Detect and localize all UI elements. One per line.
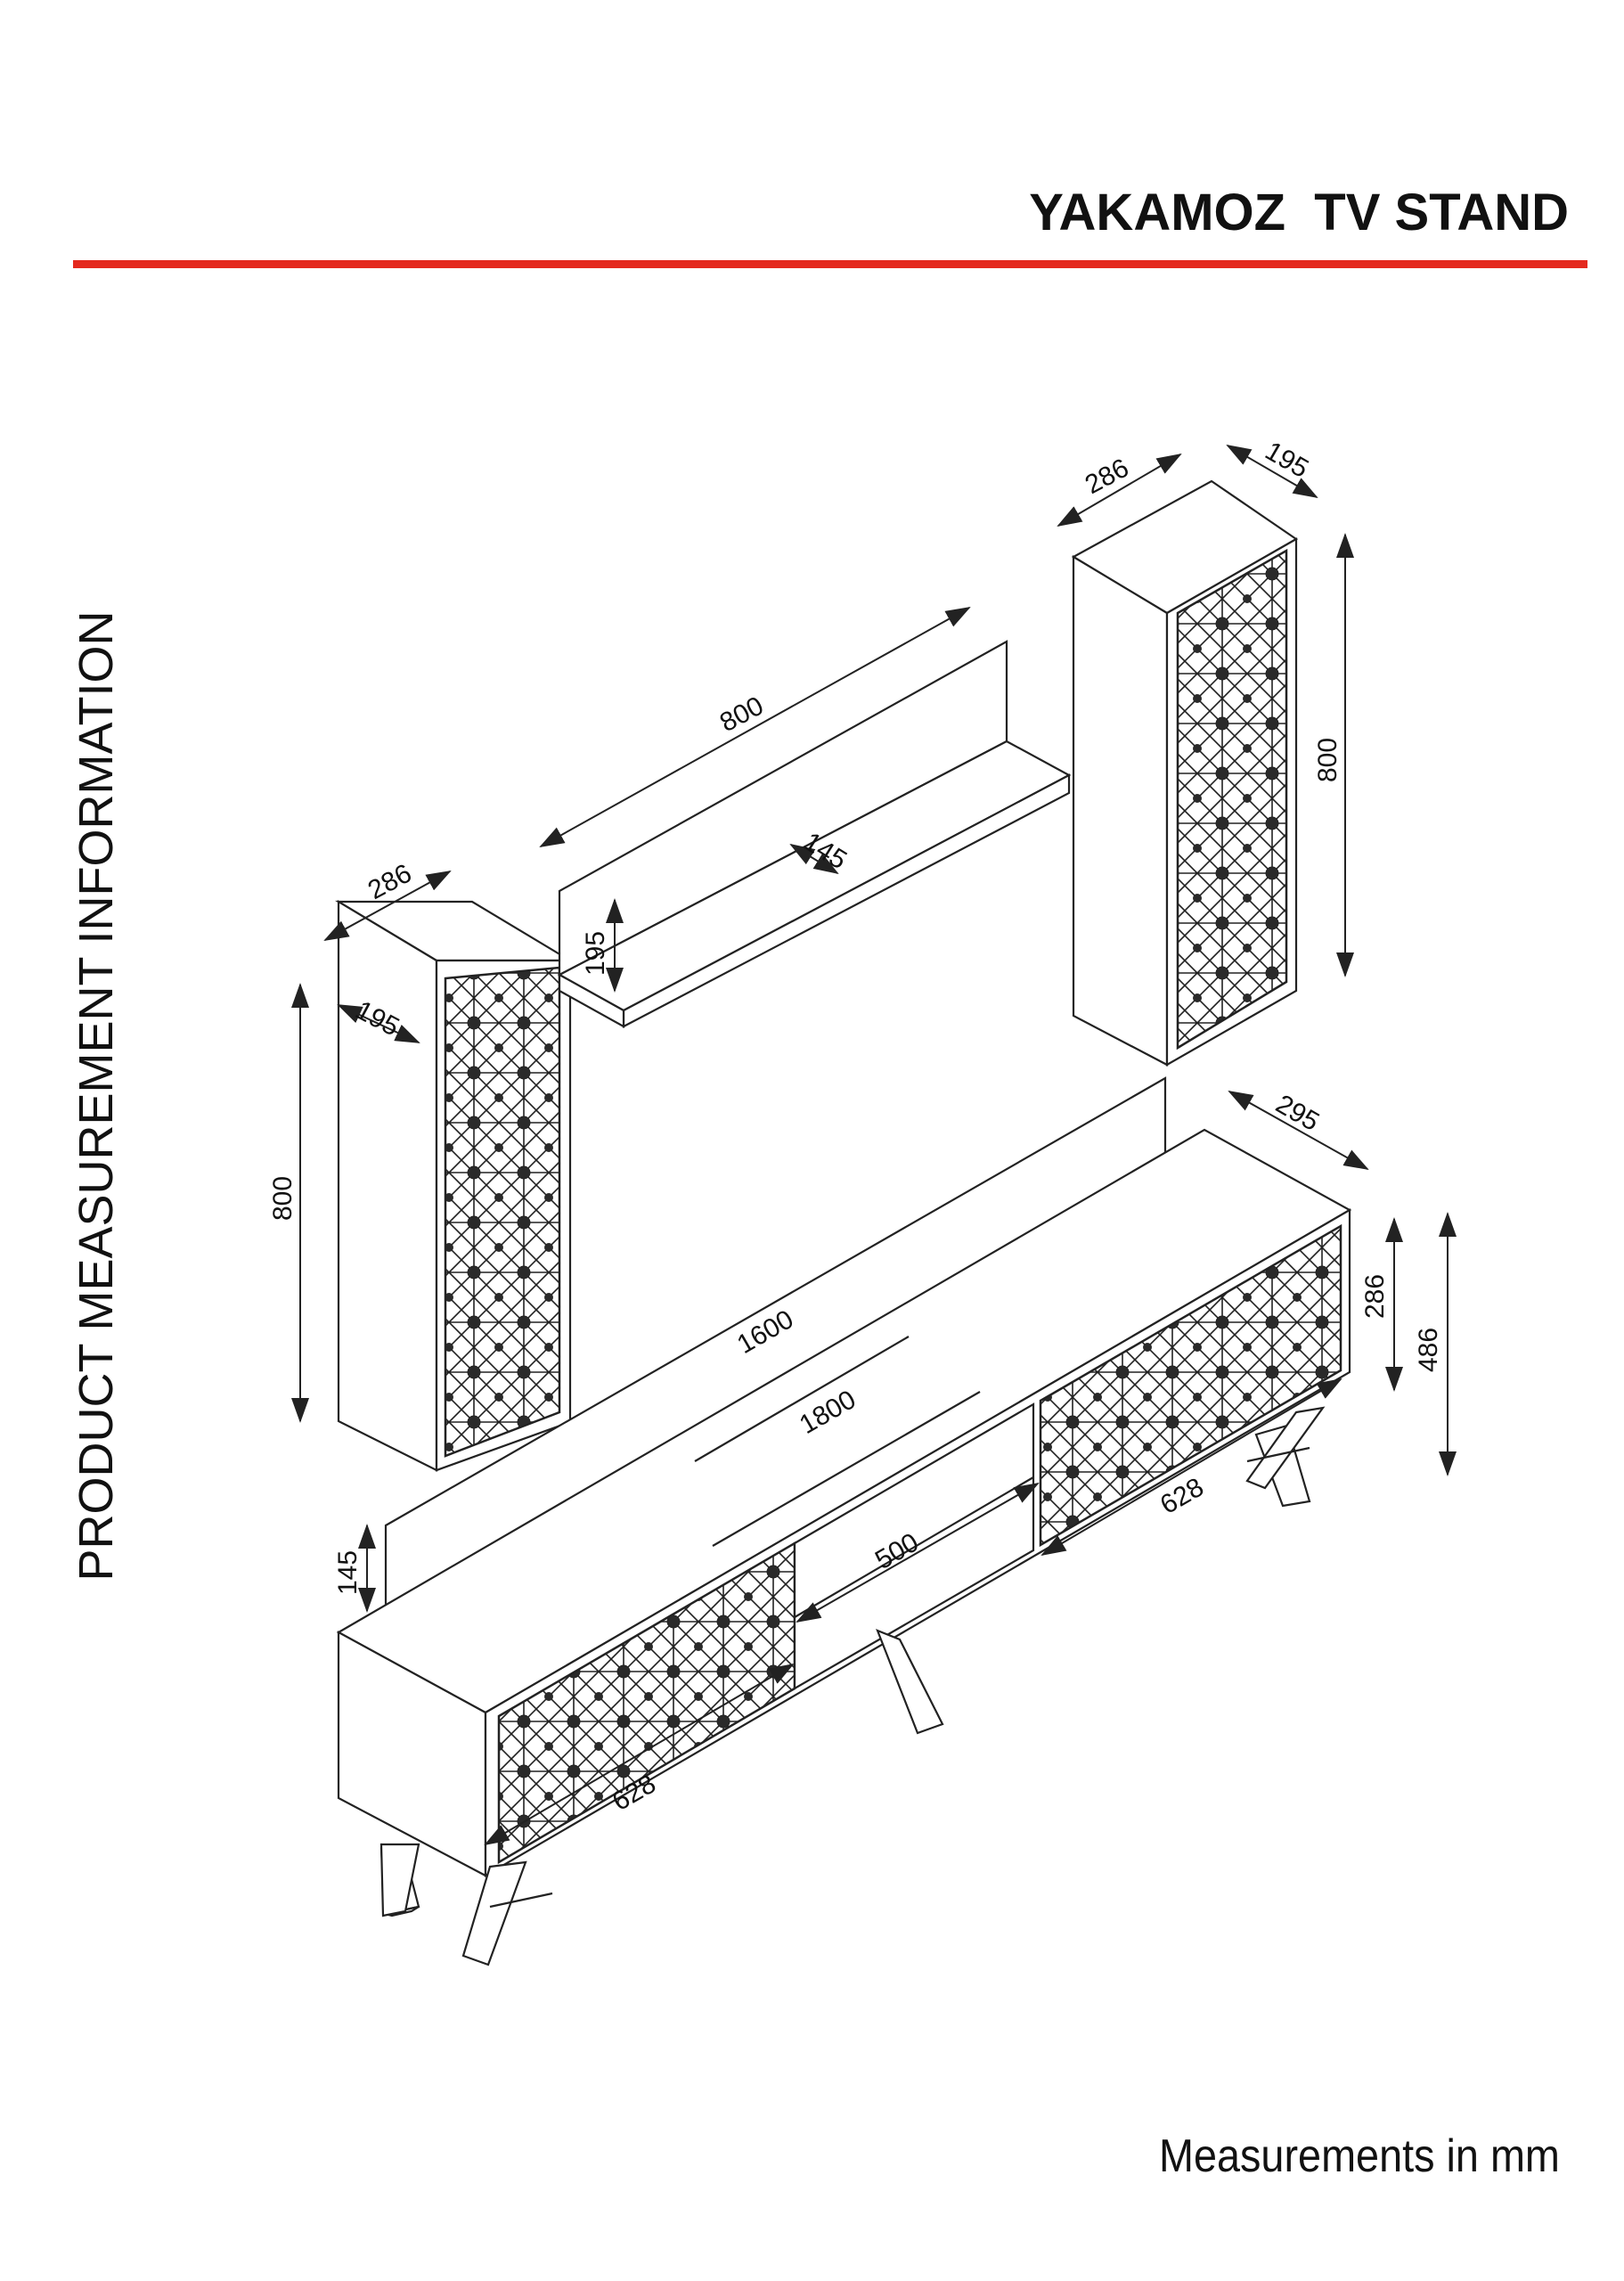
dim-label-shelf-length: 800 <box>715 691 769 739</box>
shelf-board-end <box>558 973 625 1028</box>
dim-line-open-section <box>796 1483 1040 1623</box>
right-cabinet-door <box>1176 548 1288 1051</box>
left-wall-cabinet <box>335 900 574 1472</box>
title-divider <box>73 260 1587 268</box>
dim-line-stand-backpanel <box>694 1336 910 1462</box>
dim-line-right-door <box>1041 1378 1342 1557</box>
dim-label-left-cab-width: 286 <box>363 859 417 906</box>
stand-leg-left-a <box>379 1843 420 1917</box>
dim-line-left-cab-depth <box>337 1004 420 1043</box>
measurement-unit-note: Measurements in mm <box>1159 2130 1560 2182</box>
right-cabinet-side <box>1072 555 1169 1067</box>
dim-label-right-cab-height: 800 <box>1313 738 1342 782</box>
left-cabinet-side <box>337 900 438 1472</box>
dim-label-stand-body-height: 286 <box>1360 1274 1390 1319</box>
dim-label-right-cab-width: 286 <box>1081 454 1134 501</box>
dim-label-left-cab-height: 800 <box>268 1176 298 1221</box>
left-cabinet-door <box>444 966 561 1458</box>
page-title: YAKAMOZ TV STAND <box>1029 184 1569 241</box>
dim-label-stand-total-height: 486 <box>1414 1328 1443 1372</box>
stand-leg-left-brace <box>489 1892 553 1909</box>
dimension-lines <box>291 444 1457 1846</box>
dim-line-right-cab-width <box>1057 453 1182 527</box>
dim-label-backpanel-height: 145 <box>333 1550 363 1595</box>
dimension-labels: 286 195 800 800 145 195 286 195 800 1600… <box>268 436 1443 1817</box>
dim-label-stand-depth: 295 <box>1271 1089 1325 1137</box>
dim-line-left-cab-width <box>323 871 452 941</box>
dim-line-shelf-depth <box>789 843 839 875</box>
dim-line-stand-length <box>712 1391 981 1547</box>
dim-label-shelf-height: 195 <box>581 931 610 976</box>
dim-line-right-cab-depth <box>1226 444 1318 499</box>
dim-line-left-door <box>484 1663 795 1846</box>
stand-leg-mid <box>876 1629 944 1735</box>
dim-label-right-cab-depth: 195 <box>1261 436 1314 484</box>
dim-line-shelf-length <box>539 607 971 847</box>
stand-leg-left-b <box>461 1860 527 1966</box>
right-wall-cabinet <box>1071 479 1299 1067</box>
dim-line-stand-depth <box>1228 1091 1369 1170</box>
